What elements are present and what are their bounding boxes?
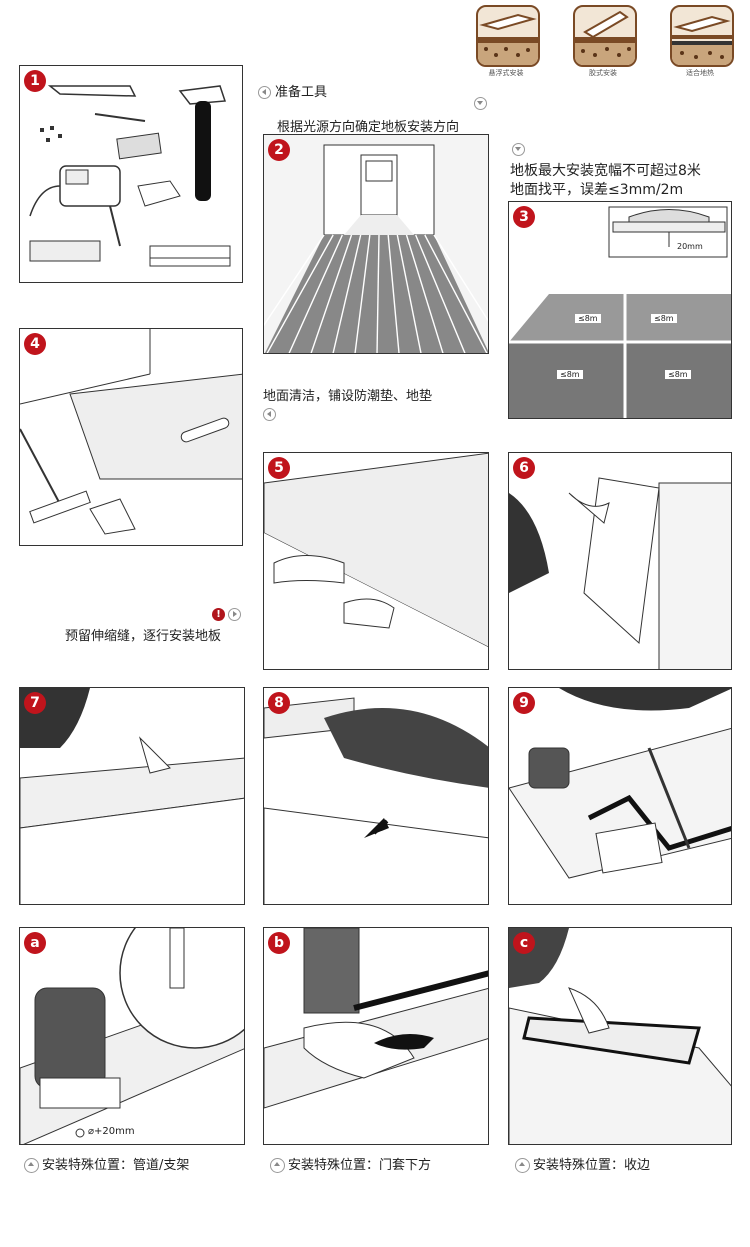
down-arrow-icon [512,143,525,156]
footer-edge: 安装特殊位置：收边 [515,1154,650,1173]
left-arrow-icon [258,86,271,99]
left-arrow-icon [263,408,276,421]
prep-tools-heading: 准备工具 [258,81,327,100]
tools-illustration [29,85,231,267]
tap-in-illustration [264,697,488,904]
floor-line [264,234,325,327]
step-badge-6: 6 [513,457,535,479]
width-label-3: ≤8m [557,370,583,379]
panel-4-underlay: 4 [19,328,243,546]
underlay-illustration [20,329,242,535]
down-arrow-icon [474,97,487,110]
up-arrow-icon [270,1158,285,1173]
footer-pipe-text: 安装特殊位置：管道/支架 [42,1158,190,1173]
max-width-text: 地板最大安装宽幅不可超过8米 [510,163,701,179]
panel-c-edge: c [508,927,732,1145]
floating-install-label: 悬浮式安装 [488,69,524,77]
up-arrow-icon [515,1158,530,1173]
floor-line [415,234,466,353]
floor-line [354,234,371,353]
panel-1-tools: 1 [19,65,243,283]
step-badge-3: 3 [513,206,535,228]
floor-line [332,234,362,353]
footer-edge-text: 安装特殊位置：收边 [533,1158,651,1173]
cutting-illustration [509,688,731,879]
floor-width-illustration [509,206,731,418]
expansion-gap-text: 预留伸缩缝，逐行安装地板 [65,629,222,644]
panel-b-door: b [263,927,489,1145]
panel-7-row-install: 7 [19,687,245,905]
door-frame-illustration [264,928,488,1109]
floor-line [288,234,343,353]
panel-5-first-board: 5 [263,452,489,670]
floor-line [424,234,488,353]
floor-line [310,234,353,353]
panel-9-cutting: 9 [508,687,732,905]
floor-line [266,234,334,353]
clean-floor-text: 地面清洁，铺设防潮垫、地垫 [263,389,433,404]
pipe-size-label: ⌀+20mm [88,1126,135,1137]
floor-heating-label: 适合地热 [686,69,714,77]
step-badge-a: a [24,932,46,954]
footer-pipe: 安装特殊位置：管道/支架 [24,1154,189,1173]
prep-tools-text: 准备工具 [275,85,328,100]
floor-line [396,234,422,353]
glue-install-icon [573,5,637,67]
footer-door: 安装特殊位置：门套下方 [270,1154,431,1173]
floating-install-icon [476,5,540,67]
floor-line [376,234,380,353]
panel-6-angle-insert: 6 [508,452,732,670]
clean-floor-arrow [263,404,280,423]
up-arrow-icon [24,1158,39,1173]
step-badge-5: 5 [268,457,290,479]
step-badge-4: 4 [24,333,46,355]
width-label-1: ≤8m [575,314,601,323]
step-badge-b: b [268,932,290,954]
edge-trim-illustration [509,928,731,1144]
panel-3-max-width: 20mm ≤8m ≤8m ≤8m ≤8m 3 [508,201,732,419]
step-badge-c: c [513,932,535,954]
row-install-illustration [20,688,244,904]
warning-row: ! [212,604,245,623]
step-badge-9: 9 [513,692,535,714]
leveling-text: 地面找平，误差≤3mm/2m [510,182,684,198]
panel-a-pipe: ⌀+20mm a [19,927,245,1145]
right-arrow-icon [228,608,241,621]
step-badge-8: 8 [268,692,290,714]
width-label-2: ≤8m [651,314,677,323]
step-badge-2: 2 [268,139,290,161]
floor-line [405,234,444,353]
step-badge-7: 7 [24,692,46,714]
light-direction-text: 根据光源方向确定地板安装方向 [277,120,460,135]
panel-8-tap-in: 8 [263,687,489,905]
width-label-4: ≤8m [665,370,691,379]
panel-2-light-direction: 2 [263,134,489,354]
gap-20mm-label: 20mm [677,242,703,251]
room-perspective-illustration [264,135,488,353]
floor-line [433,234,488,322]
angle-insert-illustration [509,477,731,669]
footer-door-text: 安装特殊位置：门套下方 [288,1158,432,1173]
step-badge-1: 1 [24,70,46,92]
pipe-cutting-illustration [20,928,244,1144]
glue-install-label: 胶式安装 [589,69,617,77]
floor-line [387,234,400,353]
warning-icon: ! [212,608,225,621]
floor-heating-icon [670,5,734,67]
board-laying-illustration [264,453,488,669]
